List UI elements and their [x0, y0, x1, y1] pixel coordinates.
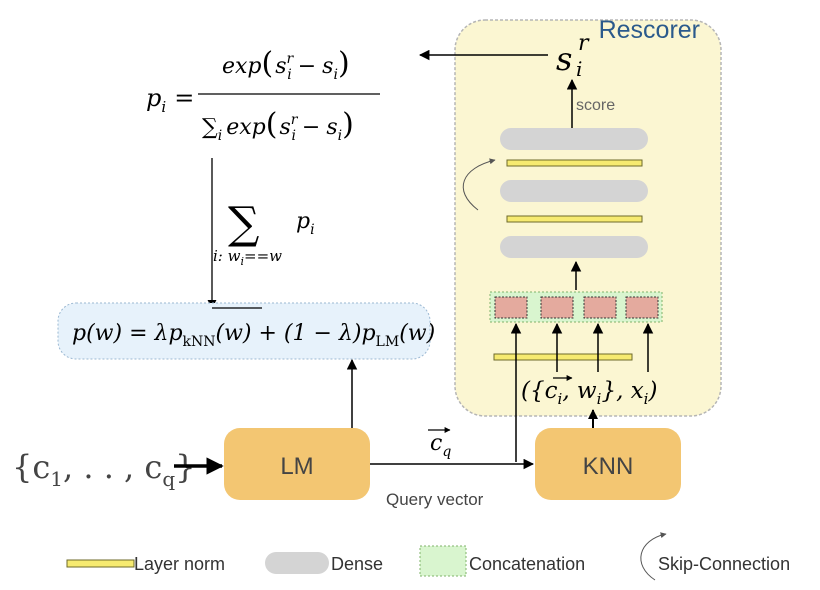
layer-norm-input [493, 353, 633, 361]
legend-dense-swatch [265, 552, 329, 574]
skip-connection [462, 158, 496, 211]
layer-norm-2 [506, 159, 643, 167]
main-formula-box [57, 302, 431, 360]
score-symbol: s [556, 40, 572, 78]
knn-label: KNN [583, 453, 634, 480]
lm-box [224, 428, 370, 500]
score-sup: r [578, 31, 590, 56]
rescorer-title: Rescorer [599, 16, 700, 44]
sum-term: pi [296, 209, 315, 238]
concat-cell-3 [583, 296, 617, 319]
legend-concat-label: Concatenation [469, 554, 585, 574]
input-context: {c1, . . , cq} [12, 448, 195, 491]
layer-norm-1 [506, 215, 643, 223]
formula-top-lhs: pi= [146, 84, 194, 116]
dense-layer-3 [500, 128, 648, 150]
lm-label: LM [280, 453, 313, 480]
sum-sigma: ∑ [228, 198, 259, 249]
query-vector-label: Query vector [386, 490, 484, 509]
query-vector-symbol: cq [430, 431, 451, 460]
sum-condition: i: wi==w [213, 247, 282, 268]
legend-layer-norm-swatch [66, 559, 135, 568]
dense-layer-2 [500, 180, 648, 202]
legend-skip-label: Skip-Connection [658, 554, 790, 574]
legend-skip-icon [640, 532, 667, 581]
concat-cell-2 [540, 296, 574, 319]
score-label: score [576, 97, 615, 114]
knn-output-tuple: ({ci, wi}, xi) [521, 378, 657, 408]
main-formula: p(w) = λpkNN(w) + (1 − λ)pLM(w) [72, 321, 435, 350]
score-sub: i [576, 57, 582, 81]
dense-layer-1 [500, 236, 648, 258]
knn-box [535, 428, 681, 500]
legend-layer-norm-label: Layer norm [134, 554, 225, 574]
legend-concat-swatch [419, 545, 467, 577]
concat-cell-4 [625, 296, 659, 319]
concat-cell-1 [494, 296, 528, 319]
legend-dense-label: Dense [331, 554, 383, 574]
